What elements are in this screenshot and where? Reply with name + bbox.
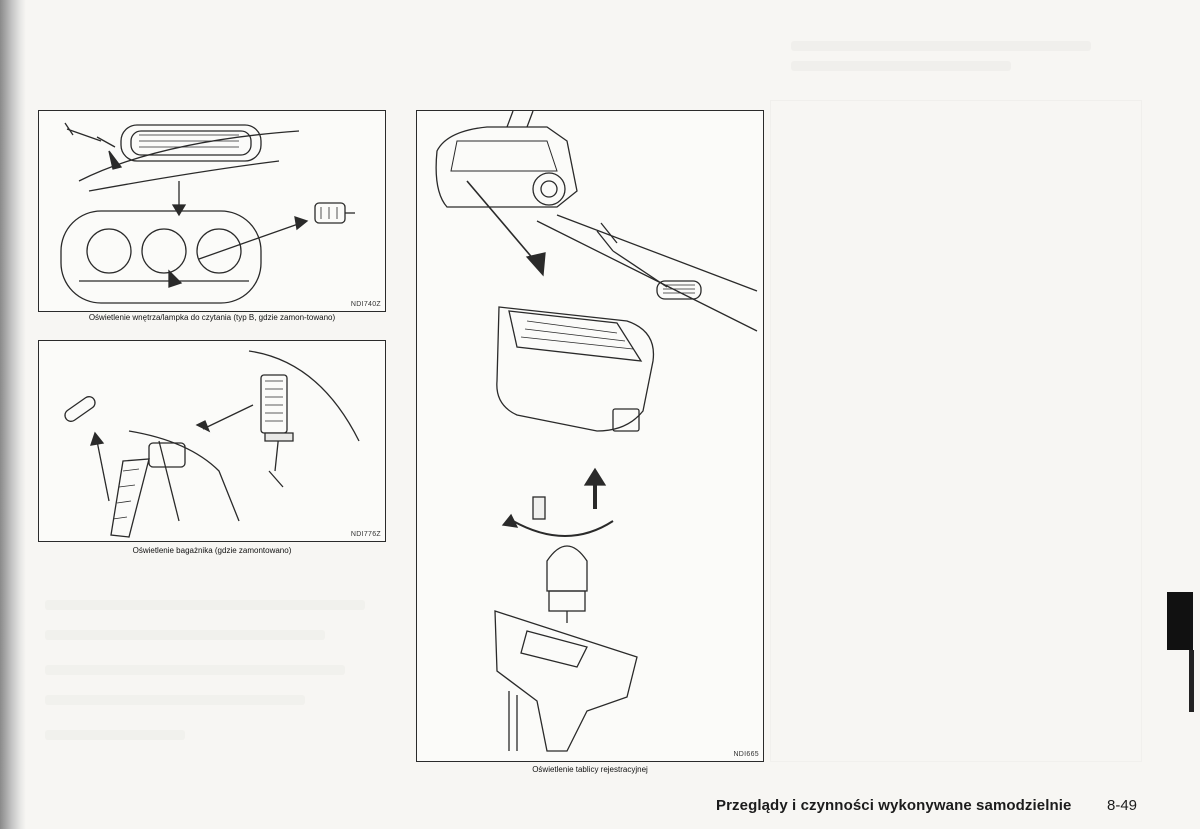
bleed-through-area [770,41,1142,762]
figure-code: NDI740Z [350,301,381,308]
figure-license-plate-lamp: NDI665 [416,110,764,762]
figure-code: NDI776Z [350,531,381,538]
bleed-through-line [45,630,325,640]
figure-interior-lamp: NDI740Z [38,110,386,312]
luggage-compartment-lamp-illustration [64,350,360,538]
bleed-through-line [791,41,1091,51]
section-tab-marker-edge [1189,650,1194,712]
figure-luggage-lamp: NDI776Z [38,340,386,542]
figure-caption: Oświetlenie tablicy rejestracyjnej [532,765,648,774]
page-number: 8-49 [1107,797,1138,814]
section-tab-marker [1167,592,1193,650]
figure-caption: Oświetlenie bagażnika (gdzie zamontowano… [132,546,292,555]
section-title: Przeglądy i czynności wykonywane samodzi… [716,797,1072,814]
interior-reading-lamp-illustration [60,122,355,304]
bleed-through-line [45,600,365,610]
bleed-through-line [45,695,305,705]
license-plate-lamp-illustration [435,111,758,752]
binding-shadow [0,0,26,829]
bleed-through-line [45,665,345,675]
bleed-through-line [45,730,185,740]
figure-caption: Oświetlenie wnętrza/lampka do czytania (… [88,313,336,322]
bleed-through-line [791,61,1011,71]
figure-code: NDI665 [733,751,759,758]
